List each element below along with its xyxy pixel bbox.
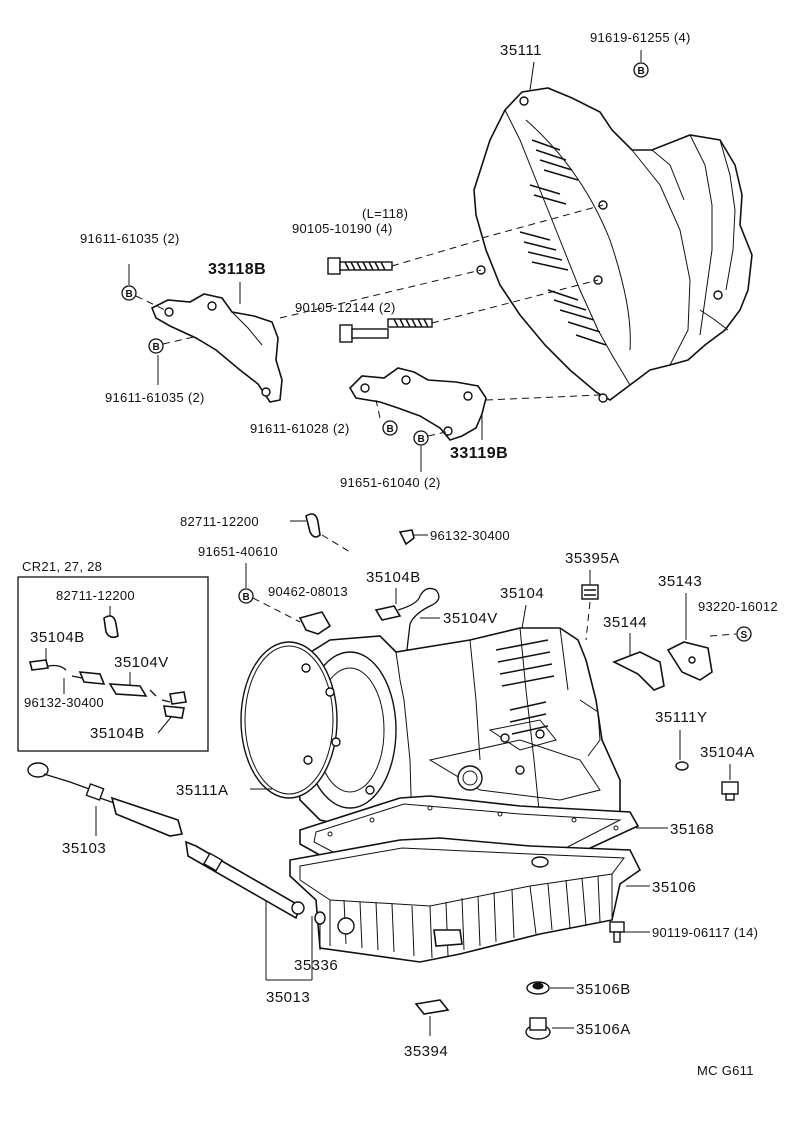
part-label-90105-12144: 90105-12144 (2)	[295, 300, 396, 315]
part-label-35143: 35143	[658, 573, 702, 590]
part-label-l118: (L=118)	[362, 206, 408, 221]
part-label-35104v: 35104V	[443, 610, 498, 627]
svg-text:B: B	[243, 592, 250, 603]
part-label-91611-61028: 91611-61028 (2)	[250, 421, 350, 436]
oil-pan-35106-drawing	[289, 837, 642, 963]
bolt-badge-b-icon: B	[121, 285, 137, 301]
inset-label-82711-12200: 82711-12200	[56, 588, 135, 603]
part-label-93220-16012: 93220-16012	[698, 599, 778, 614]
oring-35336-drawing	[314, 911, 326, 925]
inset-label-35104v: 35104V	[114, 654, 169, 671]
svg-text:B: B	[126, 289, 133, 300]
inset-label-35104b-b: 35104B	[90, 725, 145, 742]
dipstick-35103-drawing	[27, 762, 184, 837]
part-label-90462-08013: 90462-08013	[268, 584, 348, 599]
bracket-90462-drawing	[298, 611, 332, 635]
part-label-90119-06117: 90119-06117 (14)	[652, 925, 758, 940]
lever-35143-drawing	[666, 641, 713, 681]
svg-text:S: S	[741, 630, 748, 641]
part-label-33118b: 33118B	[208, 261, 266, 278]
bolt-badge-b-icon: B	[382, 420, 398, 436]
bracket-33118b-drawing	[150, 293, 283, 403]
plug-35104a-drawing	[721, 781, 739, 801]
bell-housing-drawing	[473, 87, 753, 403]
part-label-33119b: 33119B	[450, 445, 508, 462]
filler-tube-35013-drawing	[185, 840, 305, 920]
part-label-82711-12200: 82711-12200	[180, 514, 259, 529]
part-label-35013: 35013	[266, 989, 310, 1006]
bolt-90105-10190-drawing	[327, 257, 393, 275]
clip-96132-drawing	[398, 529, 415, 546]
part-label-35336: 35336	[294, 957, 338, 974]
gasket-35106b-drawing	[526, 981, 550, 995]
part-label-35106a: 35106A	[576, 1021, 631, 1038]
hose-35104v-drawing	[374, 587, 440, 659]
bolt-90105-12144-drawing	[339, 318, 433, 343]
bolt-badge-b-icon: B	[633, 62, 649, 78]
part-label-35103: 35103	[62, 840, 106, 857]
part-label-35144: 35144	[603, 614, 647, 631]
part-label-35395a: 35395A	[565, 550, 620, 567]
sensor-35395a-drawing	[581, 584, 599, 600]
part-label-96132-30400: 96132-30400	[430, 528, 510, 543]
inset-label-96132-30400: 96132-30400	[24, 695, 104, 710]
diagram-code: MC G611	[697, 1063, 754, 1078]
inset-title: CR21, 27, 28	[22, 559, 102, 574]
bolt-90119-06117-drawing	[609, 921, 625, 943]
part-label-91651-40610: 91651-40610	[198, 544, 278, 559]
part-label-91611-61035-bottom: 91611-61035 (2)	[105, 390, 205, 405]
part-label-91611-61035-top: 91611-61035 (2)	[80, 231, 180, 246]
part-label-35111: 35111	[500, 42, 542, 59]
clamp-82711-drawing	[305, 513, 321, 538]
part-label-90105-10190: 90105-10190 (4)	[292, 221, 393, 236]
part-label-35111a: 35111A	[176, 782, 229, 799]
part-label-35111y: 35111Y	[655, 709, 708, 726]
part-label-35394: 35394	[404, 1043, 448, 1060]
part-label-35106b: 35106B	[576, 981, 631, 998]
part-label-35104: 35104	[500, 585, 544, 602]
part-label-91651-61040: 91651-61040 (2)	[340, 475, 441, 490]
oring-35111y-drawing	[675, 761, 689, 771]
svg-text:B: B	[387, 424, 394, 435]
bracket-33119b-drawing	[348, 367, 487, 441]
bolt-badge-b-icon: B	[148, 338, 164, 354]
svg-text:B: B	[638, 66, 645, 77]
magnet-35394-drawing	[414, 999, 450, 1015]
screw-badge-s-icon: S	[736, 626, 752, 642]
bolt-badge-b-icon: B	[413, 430, 429, 446]
part-label-35106: 35106	[652, 879, 696, 896]
bolt-badge-b-icon: B	[238, 588, 254, 604]
inset-cr21-27-28: CR21, 27, 28 82711-12200 35104B 35104V 9…	[17, 559, 209, 752]
part-label-35168: 35168	[670, 821, 714, 838]
part-label-35104a: 35104A	[700, 744, 755, 761]
lever-35144-drawing	[612, 651, 665, 691]
inset-label-35104b-a: 35104B	[30, 629, 85, 646]
svg-text:B: B	[153, 342, 160, 353]
drain-plug-35106a-drawing	[525, 1017, 551, 1040]
transmission-case-drawing	[240, 627, 621, 861]
svg-text:B: B	[418, 434, 425, 445]
part-label-35104b: 35104B	[366, 569, 421, 586]
part-label-91619-61255: 91619-61255 (4)	[590, 30, 691, 45]
